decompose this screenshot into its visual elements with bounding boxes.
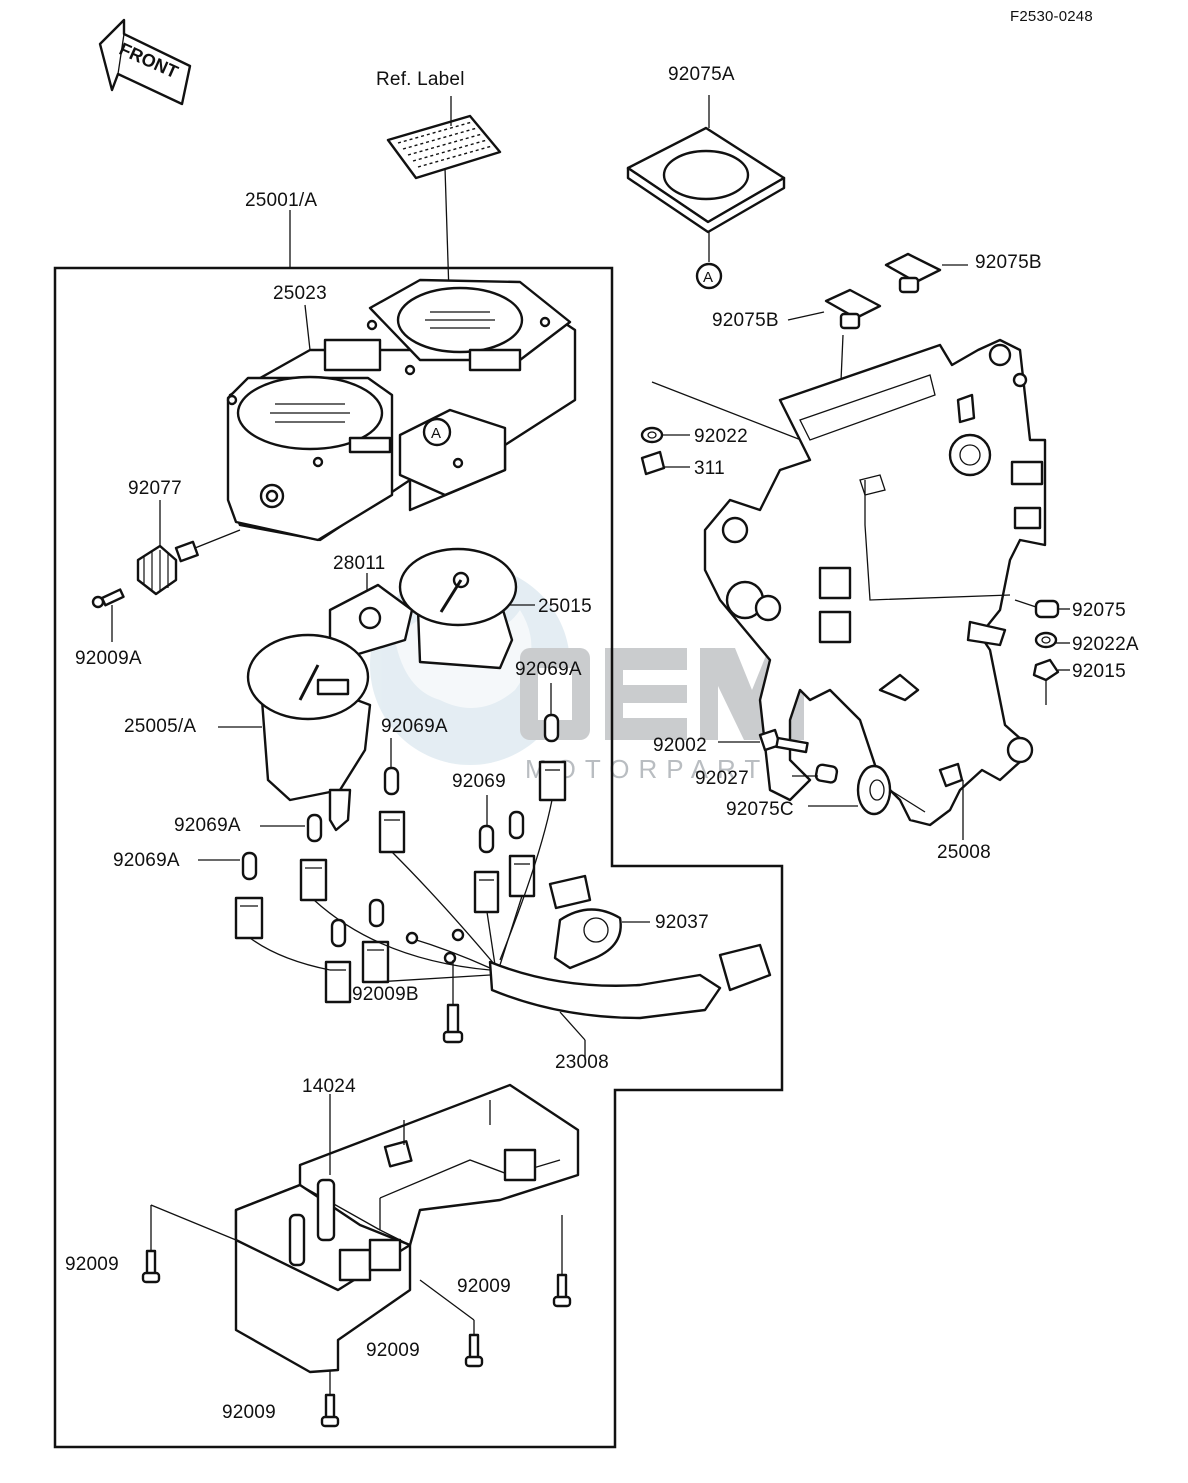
part-label-92009-4: 92009 <box>222 1402 276 1423</box>
part-label-92009-2: 92009 <box>457 1276 511 1297</box>
part-label-92037: 92037 <box>655 912 709 933</box>
meter-bracket <box>703 338 1047 840</box>
ref-label-text: Ref. Label <box>376 69 465 90</box>
part-label-25008: 25008 <box>937 842 991 863</box>
marker-a: A <box>703 269 713 286</box>
wire-harness <box>249 799 772 1060</box>
part-label-25023: 25023 <box>273 283 327 304</box>
part-label-92069a-4: 92069A <box>113 850 180 871</box>
indicator-bulbs <box>198 683 560 948</box>
part-label-14024: 14024 <box>302 1076 356 1097</box>
housing-marker-a: A <box>431 425 441 442</box>
nut-311 <box>640 450 690 476</box>
part-label-92022a: 92022A <box>1072 634 1139 655</box>
part-label-92075b-2: 92075B <box>712 310 779 331</box>
screw-92009b <box>442 960 464 1044</box>
meter-cover <box>234 1083 580 1374</box>
tachometer <box>398 547 535 670</box>
meter-housing: A <box>226 278 577 542</box>
part-label-92022: 92022 <box>694 426 748 447</box>
cover-screws <box>141 1204 572 1428</box>
part-label-25005a: 25005/A <box>124 716 197 737</box>
harness-clamp <box>553 908 650 970</box>
grommet-92075b <box>787 252 968 451</box>
grommet-92075a: A <box>626 95 786 290</box>
part-label-92009a: 92009A <box>75 648 142 669</box>
part-label-92015: 92015 <box>1072 661 1126 682</box>
part-label-92075a: 92075A <box>668 64 735 85</box>
right-hardware <box>1032 599 1070 705</box>
part-label-92069a-3: 92069A <box>174 815 241 836</box>
ref-label-sticker <box>386 96 502 326</box>
part-label-92077: 92077 <box>128 478 182 499</box>
part-label-92075b-1: 92075B <box>975 252 1042 273</box>
part-label-92009b: 92009B <box>352 984 419 1005</box>
part-label-92075: 92075 <box>1072 600 1126 621</box>
bulb-sockets <box>234 760 567 1004</box>
part-label-92009-1: 92009 <box>65 1254 119 1275</box>
part-label-92002: 92002 <box>653 735 707 756</box>
part-label-25001a: 25001/A <box>245 190 318 211</box>
part-label-311: 311 <box>694 458 725 479</box>
part-label-92069a-1: 92069A <box>515 659 582 680</box>
diagram-code: F2530-0248 <box>1010 8 1093 25</box>
part-label-92009-3: 92009 <box>366 1340 420 1361</box>
part-label-23008: 23008 <box>555 1052 609 1073</box>
bolt-assembly <box>718 728 926 816</box>
assembly-frame <box>53 266 784 1449</box>
part-label-25015: 25015 <box>538 596 592 617</box>
screw-92009a <box>91 588 125 642</box>
speedometer <box>218 633 372 832</box>
part-label-92069: 92069 <box>452 771 506 792</box>
reset-knob <box>136 500 241 596</box>
part-label-28011: 28011 <box>333 553 386 574</box>
part-label-92027: 92027 <box>695 768 749 789</box>
front-arrow: FRONT <box>98 18 192 106</box>
part-label-92069a-2: 92069A <box>381 716 448 737</box>
watermark-subtitle: MOTORPARTS <box>525 754 796 784</box>
part-label-92075c: 92075C <box>726 799 794 820</box>
